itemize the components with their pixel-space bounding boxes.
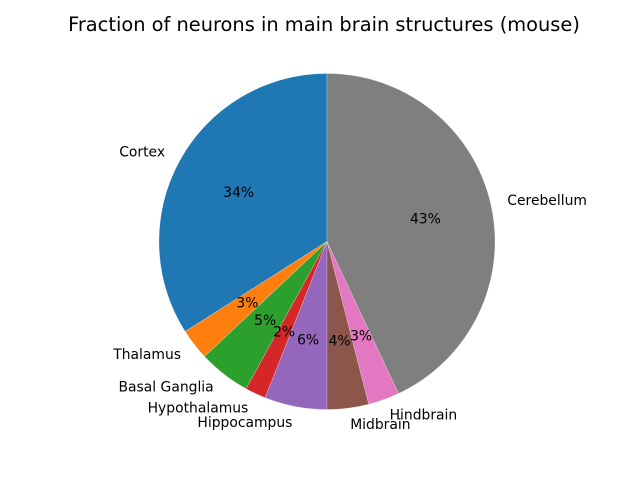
pie-slice-midbrain [326,241,370,410]
pct-label-hindbrain: 3% [350,328,372,344]
pct-label-cortex: 34% [223,185,254,201]
pct-label-cerebellum: 43% [410,212,441,228]
slice-label-hippocampus: Hippocampus [197,415,292,431]
slice-label-hypothalamus: Hypothalamus [148,401,249,417]
slice-label-midbrain: Midbrain [350,417,410,433]
slice-label-cortex: Cortex [119,145,165,161]
pie-slice-cortex [158,73,328,332]
chart-title: Fraction of neurons in main brain struct… [68,13,580,36]
pie-slice-cerebellum [326,73,496,394]
slice-label-hindbrain: Hindbrain [390,407,458,423]
pct-label-basal-ganglia: 5% [254,313,276,329]
pie-slice-hypothalamus [245,241,328,398]
pie-slice-thalamus [184,241,328,357]
pct-label-midbrain: 4% [329,334,351,350]
pie-slice-hindbrain [326,241,399,405]
pct-label-hypothalamus: 2% [273,325,295,341]
slice-label-basal-ganglia: Basal Ganglia [118,380,213,396]
pie-slice-hippocampus [264,241,328,410]
pie-slice-basal-ganglia [204,241,328,390]
slice-label-thalamus: Thalamus [112,347,181,363]
pct-label-hippocampus: 6% [297,333,319,349]
slice-label-cerebellum: Cerebellum [507,193,587,209]
pct-label-thalamus: 3% [236,295,258,311]
